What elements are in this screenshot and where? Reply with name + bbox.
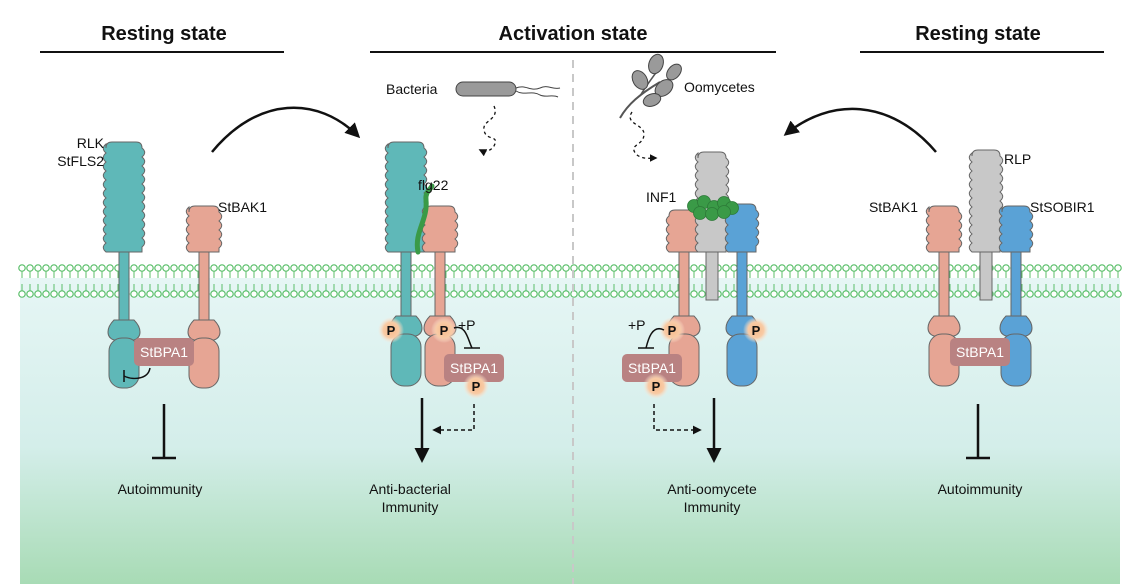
label-plus-p-bacterial: +P <box>458 317 476 333</box>
receptor-stbak1-right <box>925 205 963 387</box>
stbpa1-label: StBPA1 <box>628 360 676 376</box>
phospho-bak1: P <box>431 317 457 343</box>
header-center: Activation state <box>499 23 648 45</box>
transition-arrow-right <box>783 107 937 153</box>
receptor-stbak1-left <box>185 205 223 389</box>
stbpa1-label: StBPA1 <box>450 360 498 376</box>
phospho-label: P <box>668 323 677 338</box>
oomycetes-icon <box>619 53 682 119</box>
label-stbak1-right: StBAK1 <box>869 199 918 215</box>
phospho-stbpa1-bacterial: P <box>463 373 489 399</box>
receptor-rlp-activated <box>694 151 730 301</box>
outcome-antibacterial-line2: Immunity <box>382 499 439 515</box>
bacteria-icon <box>455 81 561 98</box>
dashed-arrow-bacterial <box>432 404 475 435</box>
outcome-antioomycete-line2: Immunity <box>684 499 741 515</box>
label-bacteria: Bacteria <box>386 81 438 97</box>
label-stsobir1: StSOBIR1 <box>1030 199 1095 215</box>
label-rlk: RLK <box>77 135 105 151</box>
phospho-label: P <box>387 323 396 338</box>
label-plus-p-oomycete: +P <box>628 317 646 333</box>
receptor-stfls2-left <box>102 141 146 389</box>
phospho-label: P <box>652 379 661 394</box>
phospho-sobir1: P <box>743 317 769 343</box>
phospho-bak1-oomycete: P <box>659 317 685 343</box>
receptor-stfls2-activated <box>384 141 428 387</box>
transition-arrow-left <box>211 106 361 153</box>
header-right: Resting state <box>915 23 1041 45</box>
receptor-stsobir1-activated <box>724 203 760 387</box>
outcome-antibacterial-line1: Anti-bacterial <box>369 481 451 497</box>
flg22-ligand <box>414 183 435 255</box>
stbpa1-label: StBPA1 <box>956 344 1004 360</box>
outcome-autoimmunity-right: Autoimmunity <box>938 481 1023 497</box>
label-flg22: flg22 <box>418 177 449 193</box>
header-left: Resting state <box>101 23 227 45</box>
label-stfls2: StFLS2 <box>57 153 104 169</box>
outcome-antioomycete-line1: Anti-oomycete <box>667 481 757 497</box>
phospho-label: P <box>472 379 481 394</box>
phospho-fls2: P <box>378 317 404 343</box>
receptor-rlp-right <box>968 149 1004 301</box>
label-stbak1-left: StBAK1 <box>218 199 267 215</box>
plus-p-inhibit-oomycete <box>645 327 665 349</box>
stbpa1-box-right: StBPA1 <box>950 338 1010 366</box>
phospho-stbpa1-oomycete: P <box>643 373 669 399</box>
outcome-autoimmunity-left: Autoimmunity <box>118 481 203 497</box>
phospho-label: P <box>752 323 761 338</box>
plus-p-inhibit-bacterial <box>453 326 473 349</box>
label-inf1: INF1 <box>646 189 677 205</box>
stbpa1-box-bacterial: StBPA1 <box>444 354 504 382</box>
stbpa1-box-left: StBPA1 <box>134 338 194 366</box>
stbpa1-label: StBPA1 <box>140 344 188 360</box>
stbpa1-box-oomycete: StBPA1 <box>622 354 682 382</box>
dashed-arrow-oomycete <box>653 404 702 435</box>
plasma-membrane <box>18 264 1122 298</box>
phospho-label: P <box>440 323 449 338</box>
oomycete-release-arrow <box>629 111 658 162</box>
inf1-ligand <box>687 195 739 221</box>
label-oomycetes: Oomycetes <box>684 79 755 95</box>
bacteria-release-arrow <box>478 105 497 157</box>
curved-inhibit-left <box>123 367 151 380</box>
label-rlp: RLP <box>1004 151 1031 167</box>
